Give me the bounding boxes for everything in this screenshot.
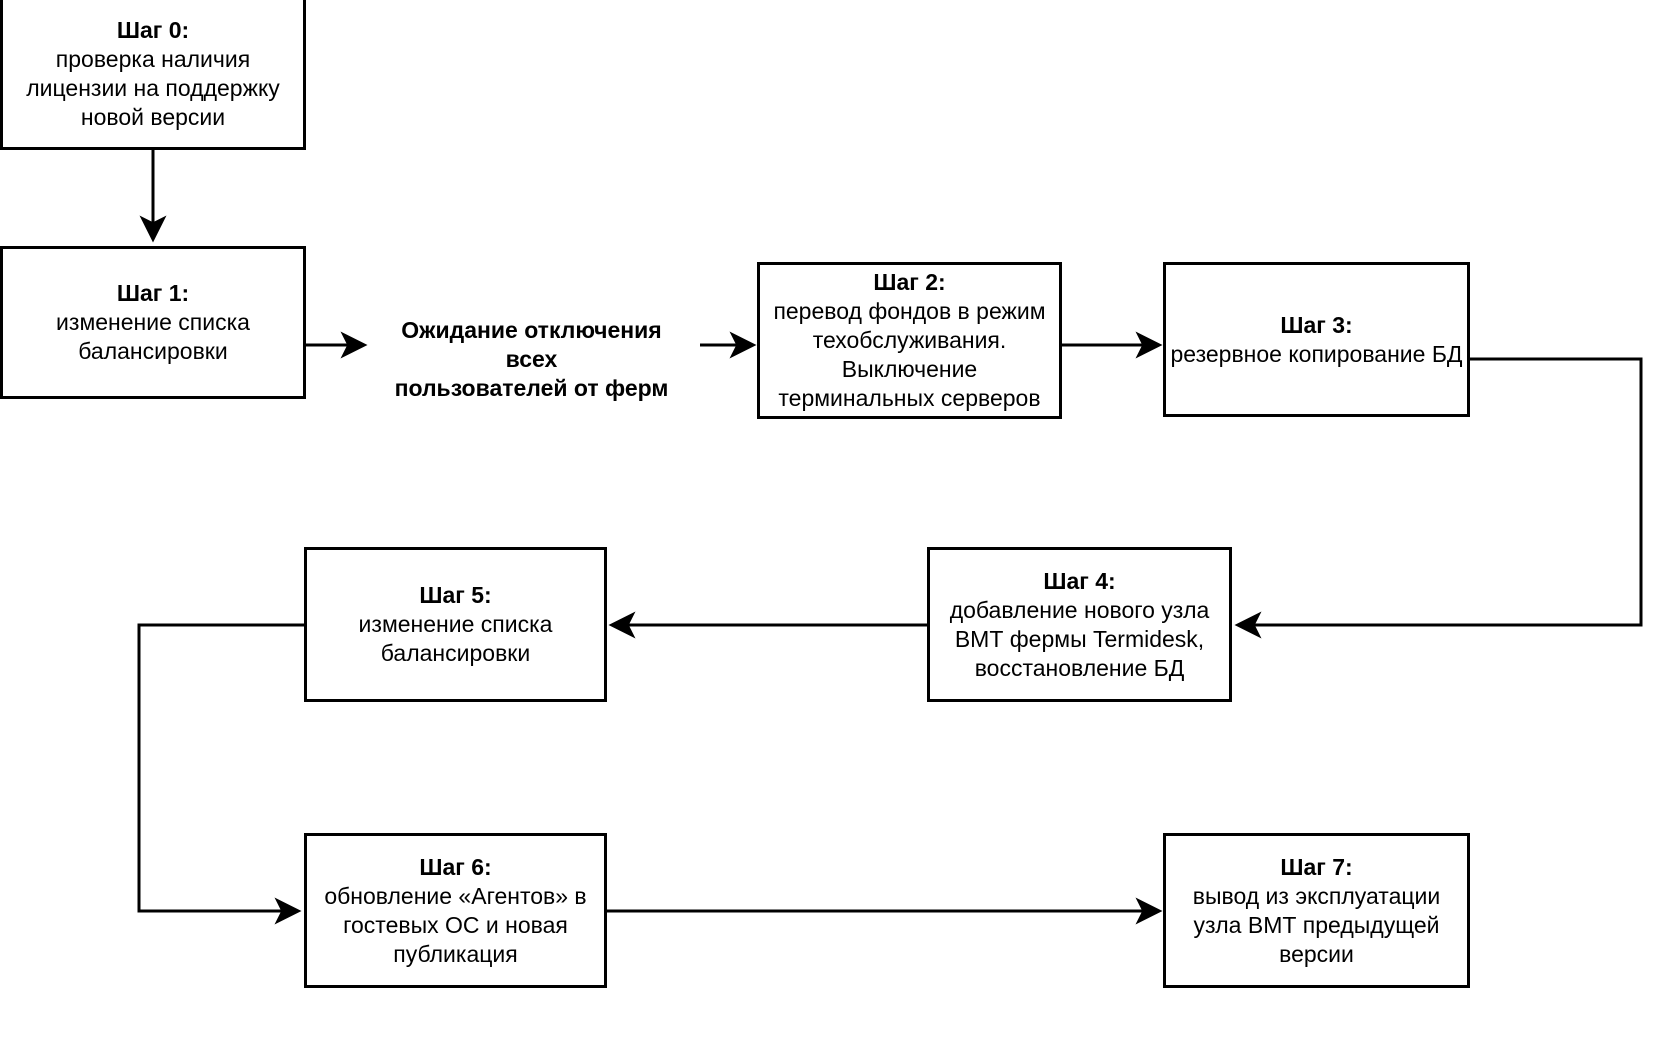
node-step6-title: Шаг 6:: [419, 853, 492, 880]
node-step4-body: добавление нового узла ВМТ фермы Termide…: [949, 596, 1210, 681]
node-step7-body: вывод из эксплуатации узла ВМТ предыдуще…: [1192, 882, 1441, 967]
node-step3-title: Шаг 3:: [1280, 311, 1353, 338]
node-step3-body: резервное копирование БД: [1170, 340, 1463, 367]
node-step0-body: проверка наличия лицензии на поддержку н…: [26, 45, 280, 130]
node-step2-title: Шаг 2:: [873, 269, 946, 295]
node-step2[interactable]: Шаг 2: перевод фондов в режим техобслужи…: [757, 262, 1062, 419]
node-step0[interactable]: Шаг 0: проверка наличия лицензии на подд…: [0, 0, 306, 150]
node-step6-body: обновление «Агентов» в гостевых ОС и нов…: [324, 882, 587, 967]
node-step2-body: перевод фондов в режим техобслуживания. …: [773, 298, 1046, 411]
node-step7-title: Шаг 7:: [1280, 853, 1353, 880]
edge-label-wait: Ожидание отключения всех пользователей о…: [394, 317, 669, 401]
node-step5[interactable]: Шаг 5: изменение списка балансировки: [304, 547, 607, 702]
node-step1[interactable]: Шаг 1: изменение списка балансировки: [0, 246, 306, 399]
node-step6[interactable]: Шаг 6: обновление «Агентов» в гостевых О…: [304, 833, 607, 988]
node-step4[interactable]: Шаг 4: добавление нового узла ВМТ фермы …: [927, 547, 1232, 702]
node-step5-title: Шаг 5:: [419, 582, 492, 608]
node-step7[interactable]: Шаг 7: вывод из эксплуатации узла ВМТ пр…: [1163, 833, 1470, 988]
node-step0-title: Шаг 0:: [116, 16, 190, 43]
node-step5-body: изменение списка балансировки: [358, 611, 553, 666]
node-step1-body: изменение списка балансировки: [56, 309, 250, 364]
edge-step5-to-step6: [137, 623, 304, 925]
node-step1-title: Шаг 1:: [116, 280, 190, 306]
node-step4-title: Шаг 4:: [1043, 567, 1116, 594]
node-step3[interactable]: Шаг 3: резервное копирование БД: [1163, 262, 1470, 417]
